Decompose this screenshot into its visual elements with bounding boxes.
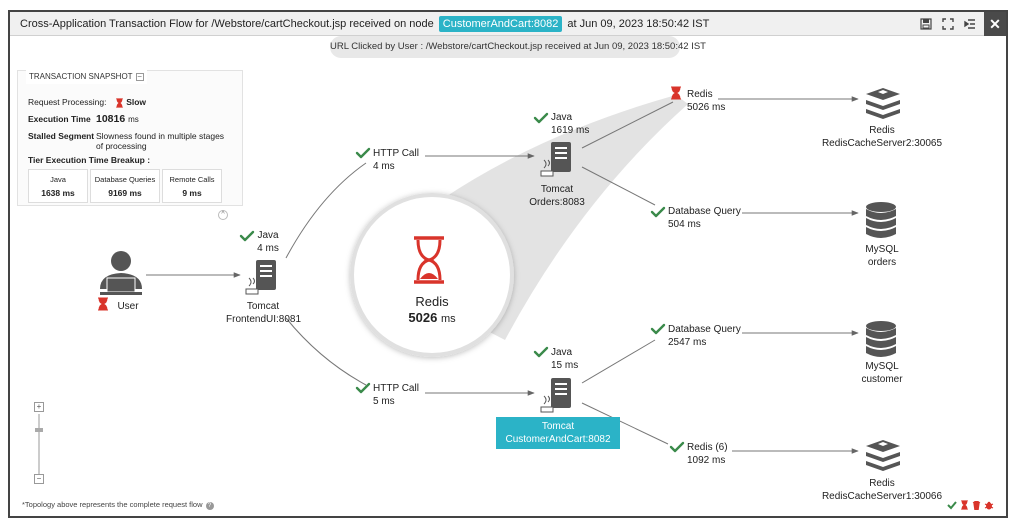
save-icon[interactable] xyxy=(920,18,932,30)
check-icon xyxy=(533,112,549,124)
exec-value: 10816 ms xyxy=(96,113,139,125)
collapse-button[interactable]: − xyxy=(135,71,144,81)
expand-icon[interactable] xyxy=(942,18,954,30)
snapshot-title: TRANSACTION SNAPSHOT− xyxy=(26,70,147,84)
tomcat-frontend-server-icon[interactable] xyxy=(245,260,276,295)
hourglass-icon xyxy=(115,98,123,108)
zoom-slider-track[interactable] xyxy=(38,414,40,474)
mysql-orders-db-icon[interactable] xyxy=(866,202,896,238)
exec-label: Execution Time xyxy=(28,114,91,124)
check-icon xyxy=(669,441,685,453)
popup-name: Redis xyxy=(415,294,449,309)
stalled-segment-row: Stalled Segment xyxy=(28,131,94,141)
footnote: *Topology above represents the complete … xyxy=(22,500,214,510)
toolbar-icons xyxy=(920,12,976,36)
redis-hourglass-icon xyxy=(671,86,681,100)
stalled-label: Stalled Segment xyxy=(28,131,95,141)
url-info: URL Clicked by User : /Webstore/cartChec… xyxy=(330,36,706,58)
hourglass-icon xyxy=(961,500,968,510)
check-icon xyxy=(355,147,371,159)
node-badge: CustomerAndCart:8082 xyxy=(438,16,563,32)
zoom-in-button[interactable]: + xyxy=(34,402,44,412)
check-icon xyxy=(947,501,957,510)
check-icon xyxy=(650,206,666,218)
help-icon[interactable]: ? xyxy=(205,502,214,510)
window-title: Cross-Application Transaction Flow for /… xyxy=(20,12,709,36)
connectors xyxy=(146,96,859,454)
request-value: Slow xyxy=(126,97,147,107)
request-label: Request Processing: xyxy=(28,97,107,107)
execution-time-row: Execution Time xyxy=(28,114,91,124)
title-suffix: at Jun 09, 2023 18:50:42 IST xyxy=(567,18,710,30)
redis-server1-icon[interactable] xyxy=(866,440,900,471)
tomcat-orders-server-icon[interactable] xyxy=(540,142,571,177)
breakup-label: Tier Execution Time Breakup : xyxy=(28,155,151,165)
user-icon[interactable] xyxy=(100,251,142,295)
status-legend xyxy=(947,500,994,510)
zoom-slider-thumb[interactable] xyxy=(35,428,43,432)
title-bar: Cross-Application Transaction Flow for /… xyxy=(10,12,1006,36)
snapshot-toggle-button[interactable]: ^ xyxy=(218,210,228,220)
tomcat-cart-server-icon[interactable] xyxy=(540,378,571,413)
redis-server2-icon[interactable] xyxy=(866,88,900,119)
zoom-out-button[interactable]: − xyxy=(34,474,44,484)
close-button[interactable]: ✕ xyxy=(984,12,1006,36)
zoom-control: + − xyxy=(34,402,44,486)
popup-label: Redis 5026 ms xyxy=(382,294,482,327)
request-processing-row: Request Processing: Slow xyxy=(28,97,146,108)
stalled-sep: : xyxy=(84,131,87,141)
user-label: User xyxy=(117,301,139,312)
check-icon xyxy=(533,346,549,358)
edge-redis-cart[interactable]: Redis (6)1092 ms xyxy=(687,442,728,466)
user-hourglass-icon xyxy=(98,297,108,311)
popup-hourglass-icon xyxy=(414,236,444,284)
bug-icon xyxy=(984,501,994,510)
mysql-customer-db-icon[interactable] xyxy=(866,321,896,357)
indent-icon[interactable] xyxy=(964,18,976,30)
check-icon xyxy=(650,323,666,335)
popup-value: 5026 ms xyxy=(408,310,456,325)
title-prefix: Cross-Application Transaction Flow for /… xyxy=(20,18,434,30)
check-icon xyxy=(355,382,371,394)
trash-icon xyxy=(972,500,981,510)
transaction-snapshot-panel: TRANSACTION SNAPSHOT− Request Processing… xyxy=(17,70,243,206)
check-icon xyxy=(239,230,255,242)
